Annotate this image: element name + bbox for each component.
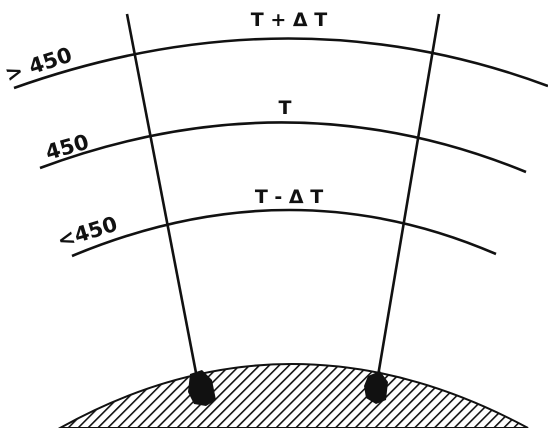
- arc-middle: [39, 121, 527, 174]
- arc-upper: [13, 37, 548, 90]
- left-label-lower: <450: [54, 212, 120, 253]
- top-label-middle: T: [279, 97, 292, 119]
- left-marker-blob: [188, 370, 216, 406]
- top-label-upper: T + Δ T: [251, 9, 327, 31]
- radial-line-left: [125, 13, 199, 379]
- hatched-ground-surface: [57, 363, 529, 428]
- top-label-lower: T - Δ T: [255, 186, 323, 208]
- right-marker-blob: [364, 371, 388, 404]
- arc-lower: [71, 208, 497, 258]
- left-label-middle: 450: [43, 130, 92, 165]
- radial-line-right: [376, 13, 441, 377]
